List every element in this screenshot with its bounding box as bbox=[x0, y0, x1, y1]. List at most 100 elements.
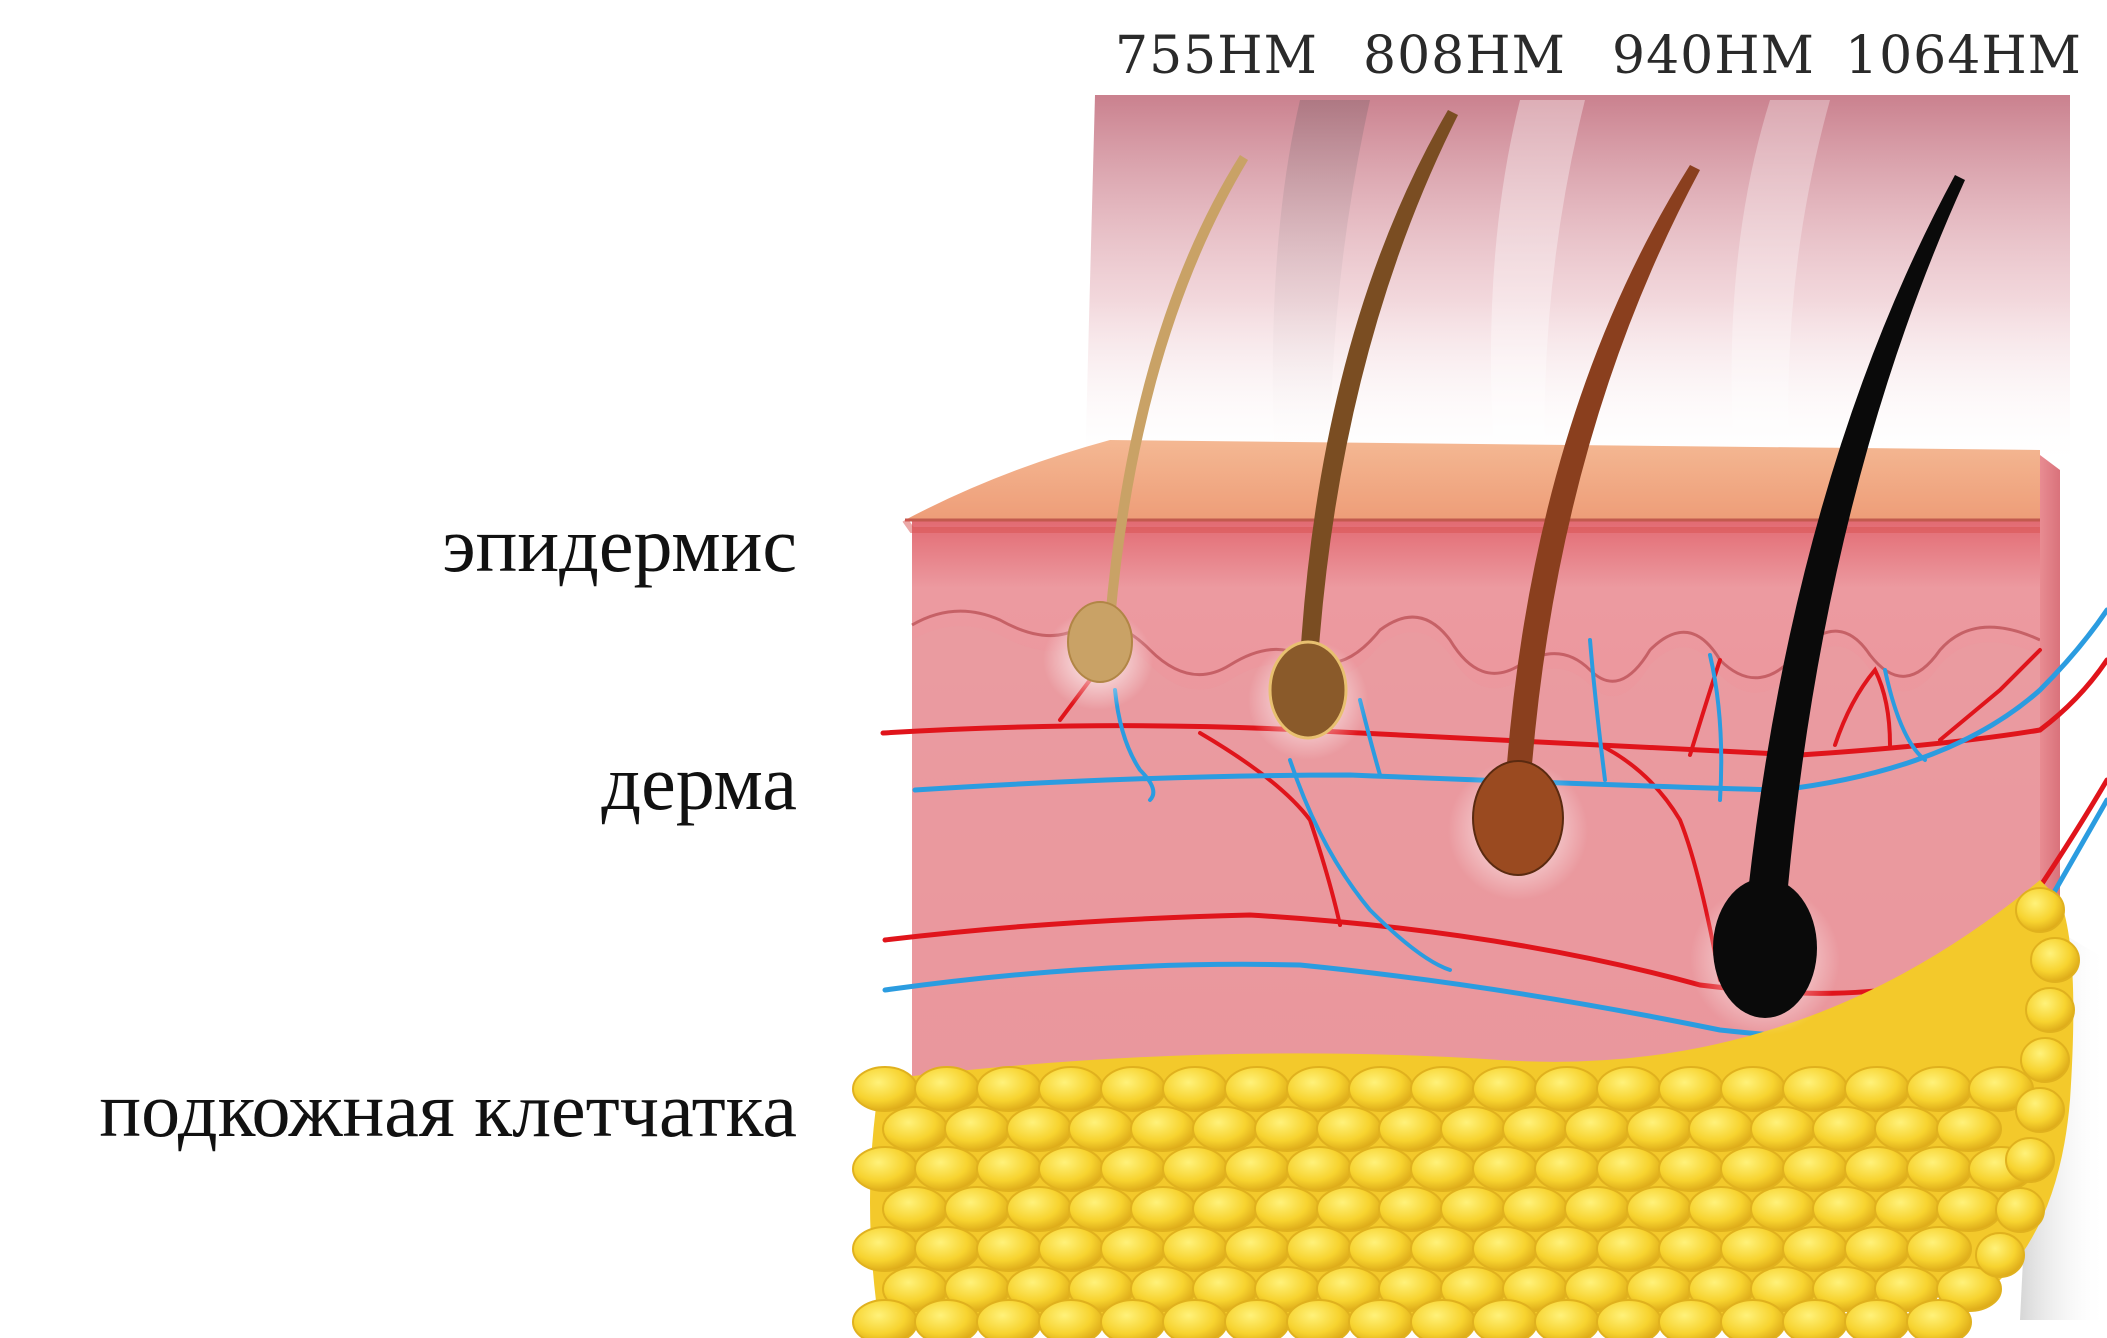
fat-cell bbox=[1721, 1067, 1785, 1111]
layer-label-subcutaneous: подкожная клетчатка bbox=[99, 1065, 797, 1155]
fat-cell bbox=[1101, 1227, 1165, 1271]
fat-cell bbox=[1039, 1227, 1103, 1271]
fat-cell bbox=[1535, 1300, 1599, 1338]
fat-cell bbox=[1069, 1107, 1133, 1151]
fat-cell bbox=[1875, 1107, 1939, 1151]
fat-cell bbox=[1689, 1187, 1753, 1231]
fat-cell bbox=[977, 1067, 1041, 1111]
fat-cell bbox=[1349, 1067, 1413, 1111]
fat-cell bbox=[1349, 1147, 1413, 1191]
fat-cell bbox=[1721, 1147, 1785, 1191]
fat-cell bbox=[2006, 1138, 2054, 1182]
fat-cell bbox=[1845, 1147, 1909, 1191]
wavelength-label-755: 755НМ bbox=[1115, 26, 1318, 86]
fat-cell bbox=[1565, 1107, 1629, 1151]
fat-cell bbox=[2026, 988, 2074, 1032]
fat-cell bbox=[853, 1227, 917, 1271]
fat-cell bbox=[1473, 1227, 1537, 1271]
fat-cell bbox=[1689, 1107, 1753, 1151]
fat-cell bbox=[977, 1227, 1041, 1271]
fat-cell bbox=[915, 1067, 979, 1111]
fat-cell bbox=[1473, 1300, 1537, 1338]
fat-cell bbox=[1411, 1300, 1475, 1338]
epidermis-top bbox=[905, 440, 2040, 520]
fat-cell bbox=[1101, 1300, 1165, 1338]
fat-cell bbox=[1287, 1300, 1351, 1338]
fat-cell bbox=[1875, 1187, 1939, 1231]
fat-cell bbox=[1441, 1187, 1505, 1231]
fat-cell bbox=[1349, 1227, 1413, 1271]
fat-cell bbox=[1101, 1147, 1165, 1191]
fat-cell bbox=[1287, 1147, 1351, 1191]
fat-cell bbox=[1317, 1187, 1381, 1231]
fat-cell bbox=[1193, 1107, 1257, 1151]
fat-cell bbox=[1565, 1187, 1629, 1231]
fat-cell bbox=[1751, 1187, 1815, 1231]
wavelength-label-1064: 1064НМ bbox=[1845, 26, 2082, 86]
fat-cell bbox=[1287, 1067, 1351, 1111]
fat-cell bbox=[1783, 1227, 1847, 1271]
fat-cell bbox=[1379, 1107, 1443, 1151]
fat-cell bbox=[2031, 938, 2079, 982]
fat-cell bbox=[1163, 1227, 1227, 1271]
fat-cell bbox=[1783, 1147, 1847, 1191]
fat-cell bbox=[1039, 1067, 1103, 1111]
fat-cell bbox=[883, 1187, 947, 1231]
fat-cell bbox=[853, 1147, 917, 1191]
fat-cell bbox=[1659, 1147, 1723, 1191]
fat-cell bbox=[1937, 1107, 2001, 1151]
fat-cell bbox=[853, 1300, 917, 1338]
layer-label-dermis: дерма bbox=[601, 738, 797, 828]
fat-cell bbox=[977, 1300, 1041, 1338]
wavelength-label-940: 940НМ bbox=[1612, 26, 1815, 86]
fat-cell bbox=[1101, 1067, 1165, 1111]
fat-cell bbox=[1783, 1300, 1847, 1338]
fat-cell bbox=[1535, 1067, 1599, 1111]
fat-cell bbox=[1225, 1300, 1289, 1338]
fat-cell bbox=[1627, 1187, 1691, 1231]
fat-cell bbox=[1907, 1067, 1971, 1111]
fat-cell bbox=[1039, 1147, 1103, 1191]
fat-cell bbox=[1193, 1187, 1257, 1231]
fat-cell bbox=[1937, 1187, 2001, 1231]
fat-cell bbox=[1225, 1147, 1289, 1191]
fat-cell bbox=[1627, 1107, 1691, 1151]
fat-cell bbox=[2016, 1088, 2064, 1132]
fat-cell bbox=[1813, 1187, 1877, 1231]
fat-cell bbox=[1659, 1067, 1723, 1111]
fat-cell bbox=[1007, 1187, 1071, 1231]
fat-cell bbox=[1721, 1300, 1785, 1338]
fat-cell bbox=[1411, 1067, 1475, 1111]
fat-cell bbox=[1845, 1300, 1909, 1338]
fat-cell bbox=[1907, 1227, 1971, 1271]
fat-cell bbox=[2016, 888, 2064, 932]
fat-cell bbox=[1659, 1227, 1723, 1271]
fat-cell bbox=[1411, 1147, 1475, 1191]
fat-cell bbox=[1255, 1107, 1319, 1151]
fat-cell bbox=[1751, 1107, 1815, 1151]
fat-cell bbox=[1907, 1300, 1971, 1338]
fat-cell bbox=[915, 1300, 979, 1338]
fat-cell bbox=[945, 1107, 1009, 1151]
fat-cell bbox=[1163, 1147, 1227, 1191]
fat-cell bbox=[1473, 1067, 1537, 1111]
fat-cell bbox=[1783, 1067, 1847, 1111]
fat-cell bbox=[1845, 1227, 1909, 1271]
fat-cell bbox=[1473, 1147, 1537, 1191]
fat-cell bbox=[853, 1067, 917, 1111]
fat-cell bbox=[945, 1187, 1009, 1231]
fat-cell bbox=[1597, 1067, 1661, 1111]
fat-cell bbox=[915, 1147, 979, 1191]
fat-cell bbox=[1597, 1227, 1661, 1271]
fat-cell bbox=[1255, 1187, 1319, 1231]
fat-cell bbox=[1131, 1107, 1195, 1151]
fat-cell bbox=[1597, 1147, 1661, 1191]
fat-cell bbox=[1845, 1067, 1909, 1111]
fat-cell bbox=[1659, 1300, 1723, 1338]
fat-cell bbox=[1411, 1227, 1475, 1271]
fat-cell bbox=[915, 1227, 979, 1271]
fat-cell bbox=[1039, 1300, 1103, 1338]
fat-cell bbox=[1813, 1107, 1877, 1151]
fat-cell bbox=[1441, 1107, 1505, 1151]
layer-label-epidermis: эпидермис bbox=[442, 500, 797, 590]
